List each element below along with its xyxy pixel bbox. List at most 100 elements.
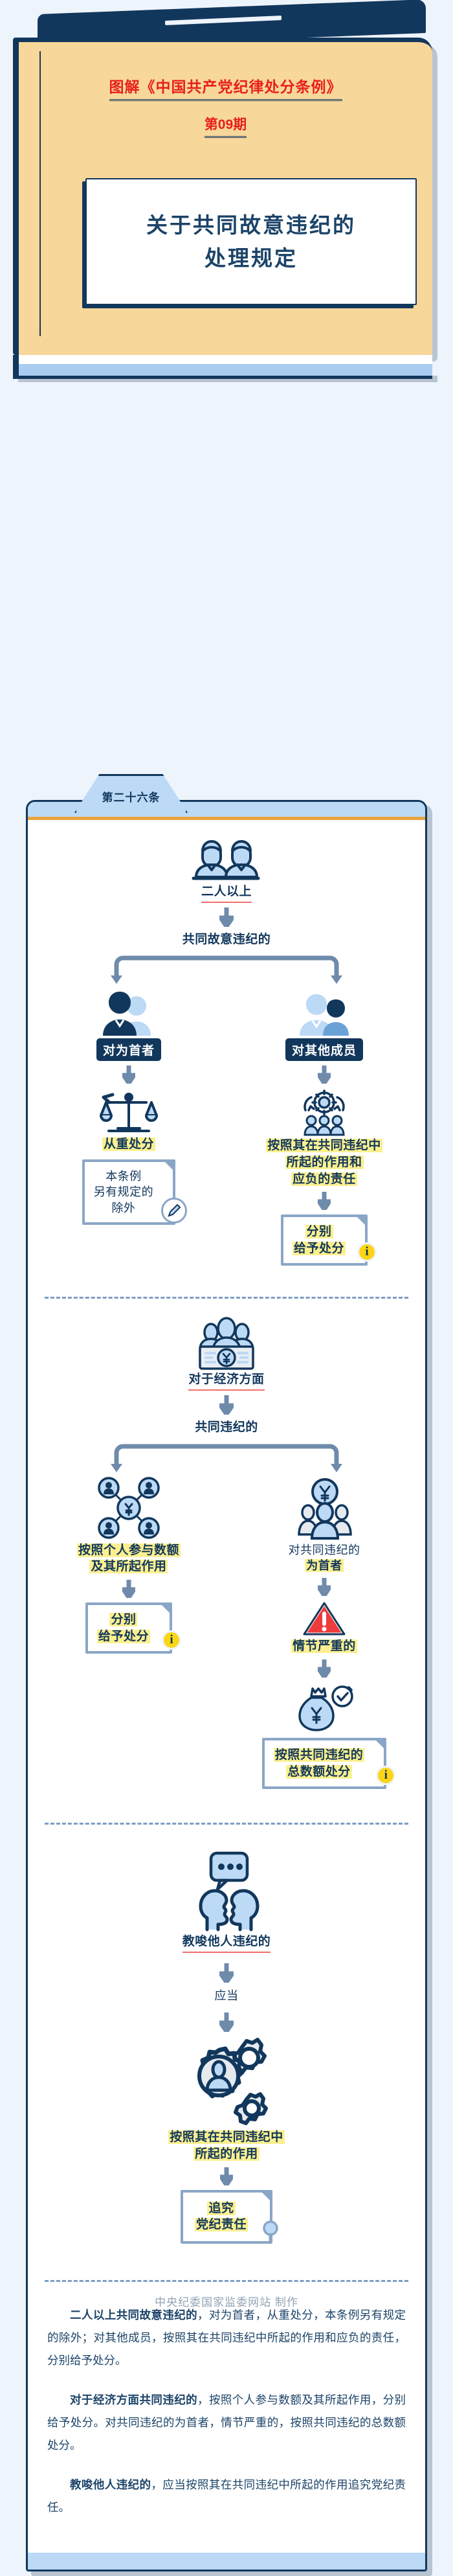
header-card: 图解《中国共产党纪律处分条例》 第09期 关于共同故意违纪的 处理规定	[0, 0, 453, 382]
section1-right-result: 按照其在共同违纪中 所起的作用和 应负的责任	[266, 1137, 382, 1187]
content-bottom-blue-band	[28, 2553, 425, 2570]
arrow-down-icon	[318, 1192, 331, 1211]
main-title-line-1: 关于共同故意违纪的	[146, 212, 356, 237]
section2-left-column: 按照个人参与数额 及其所起作用 分别 给予处分	[42, 1475, 215, 1790]
section1-root: 二人以上	[201, 883, 252, 903]
section3-root: 教唆他人违纪的	[182, 1933, 271, 1953]
section2-right-doc-body: 按照共同违纪的 总数额处分	[261, 1738, 387, 1790]
section1-left-result-text: 从重处分	[102, 1137, 155, 1152]
section2-left-doc-line2: 给予处分	[96, 1629, 150, 1643]
info-icon: i	[376, 1766, 396, 1786]
warning-triangle-icon	[303, 1601, 346, 1637]
header-bottom-shadow	[18, 376, 437, 382]
section2-columns: 按照个人参与数额 及其所起作用 分别 给予处分	[42, 1475, 411, 1790]
header-vertical-rule	[39, 51, 41, 336]
leader-person-icon	[96, 986, 161, 1037]
other-members-icon	[292, 986, 357, 1037]
page-fold-icon	[160, 1604, 171, 1615]
section2-left-doc: 分别 给予处分 i	[85, 1602, 181, 1654]
content-top-gold-band	[28, 817, 425, 820]
money-group-icon	[291, 1475, 357, 1540]
section1-left-result: 从重处分	[102, 1136, 155, 1153]
section1-right-result-line2: 所起的作用和	[285, 1155, 364, 1169]
page-fold-icon	[375, 1739, 386, 1750]
section2-left-result-line2: 及其所起作用	[89, 1560, 168, 1574]
header-bottom-blue-strip	[13, 364, 432, 376]
section1-right-doc-line1: 分别	[305, 1225, 333, 1239]
credit-line: 中央纪委国家监委网站 制作	[155, 2296, 298, 2308]
page-fold-icon	[356, 1216, 367, 1227]
gear-people-icon	[294, 1088, 354, 1136]
section2-right-doc-line1: 按照共同违纪的	[273, 1748, 365, 1762]
section2-right-doc: 按照共同违纪的 总数额处分 i	[261, 1738, 396, 1790]
arrow-down-icon	[318, 1659, 331, 1678]
arrow-down-icon	[220, 2167, 233, 2185]
gears-person-icon	[182, 2036, 271, 2126]
arrow-down-icon	[318, 1066, 331, 1084]
section3-result-line1: 按照其在共同违纪中	[168, 2130, 285, 2145]
page-fold-icon	[261, 2191, 271, 2202]
section3-doc-line2: 党纪责任	[194, 2218, 248, 2232]
section1-right-doc-body: 分别 给予处分	[281, 1214, 368, 1266]
section1-left-note: 本条例 另有规定的 除外	[82, 1159, 188, 1225]
arrow-down-icon	[219, 1963, 234, 1983]
section1-left-note-line3: 除外	[111, 1201, 136, 1214]
arrow-down-icon	[318, 1578, 331, 1597]
paragraph-3-bold: 教唆他人违纪的	[70, 2478, 151, 2491]
network-money-icon	[96, 1475, 162, 1540]
paragraph-2: 对于经济方面共同违纪的，按照个人参与数额及其所起作用，分别给予处分。对共同违纪的…	[47, 2389, 406, 2457]
arrow-down-icon	[122, 1066, 135, 1084]
magnifier-icon	[260, 2220, 282, 2242]
section2-right-label-line1: 对共同违纪的	[288, 1543, 360, 1556]
section2-right-label: 对共同违纪的 为首者	[289, 1542, 360, 1574]
section3-root-text: 教唆他人违纪的	[182, 1933, 271, 1953]
section3-doc-line1: 追究	[207, 2201, 236, 2215]
issue-number: 第09期	[204, 114, 247, 138]
section-1: 二人以上 共同故意违纪的	[42, 834, 411, 1266]
paragraph-3: 教唆他人违纪的，应当按照其在共同违纪中所起的作用追究党纪责任。	[47, 2474, 406, 2519]
section1-right-column: 对其他成员	[238, 986, 411, 1266]
scales-balance-icon	[99, 1088, 158, 1135]
section1-condition: 共同故意违纪的	[182, 932, 271, 946]
section2-right-doc-line2: 总数额处分	[286, 1764, 352, 1779]
section2-right-column: 对共同违纪的 为首者	[238, 1475, 411, 1790]
section2-condition: 共同违纪的	[195, 1420, 258, 1435]
section2-root: 对于经济方面	[188, 1371, 265, 1391]
main-title-box: 关于共同故意违纪的 处理规定	[85, 178, 417, 305]
section2-right-warn-text: 情节严重的	[291, 1639, 357, 1654]
section1-left-pill: 对为首者	[96, 1038, 161, 1062]
summary-paragraphs: 二人以上共同故意违纪的，对为首者，从重处分，本条例另有规定的除外；对其他成员，按…	[42, 2304, 411, 2519]
section1-left-note-line1: 本条例	[105, 1169, 142, 1183]
article-tab: 第二十六条	[74, 774, 188, 813]
section2-left-result: 按照个人参与数额 及其所起作用	[76, 1542, 181, 1575]
arrow-down-icon	[219, 2012, 234, 2033]
section2-right-label-line2: 为首者	[305, 1559, 344, 1573]
section3-doc-body: 追究 党纪责任	[180, 2189, 272, 2244]
section3-result-line2: 所起的作用	[193, 2147, 260, 2161]
header-bottom-white-strip	[13, 355, 432, 364]
section3-result: 按照其在共同违纪中 所起的作用	[168, 2129, 285, 2162]
section1-right-result-line3: 应负的责任	[291, 1172, 357, 1186]
arrow-down-icon	[219, 1395, 234, 1415]
section1-left-column: 对为首者	[42, 986, 215, 1266]
content-inner: 二人以上 共同故意违纪的	[28, 820, 425, 2562]
article-tab-label: 第二十六条	[102, 791, 160, 804]
section2-root-text: 对于经济方面	[188, 1371, 265, 1391]
pencil-icon	[161, 1197, 188, 1224]
series-title: 图解《中国共产党纪律处分条例》	[109, 74, 342, 101]
header-bottom-dark-strip	[18, 376, 432, 379]
section2-left-doc-body: 分别 给予处分	[85, 1602, 172, 1654]
arrow-down-icon	[219, 907, 234, 927]
section-divider-3	[45, 2279, 408, 2282]
section1-left-note-line2: 另有规定的	[93, 1185, 154, 1199]
section1-columns: 对为首者	[42, 986, 411, 1266]
section1-root-text: 二人以上	[201, 883, 252, 903]
section1-right-doc-line2: 给予处分	[293, 1241, 346, 1255]
content-card: 二人以上 共同故意违纪的	[26, 800, 427, 2571]
people-money-icon	[188, 1316, 265, 1371]
paragraph-1: 二人以上共同故意违纪的，对为首者，从重处分，本条例另有规定的除外；对其他成员，按…	[47, 2304, 406, 2372]
section-3: 教唆他人违纪的 应当	[42, 1851, 411, 2244]
section1-right-pill: 对其他成员	[285, 1038, 364, 1062]
main-title-line-2: 处理规定	[204, 246, 298, 270]
section3-modal: 应当	[214, 1989, 239, 2002]
